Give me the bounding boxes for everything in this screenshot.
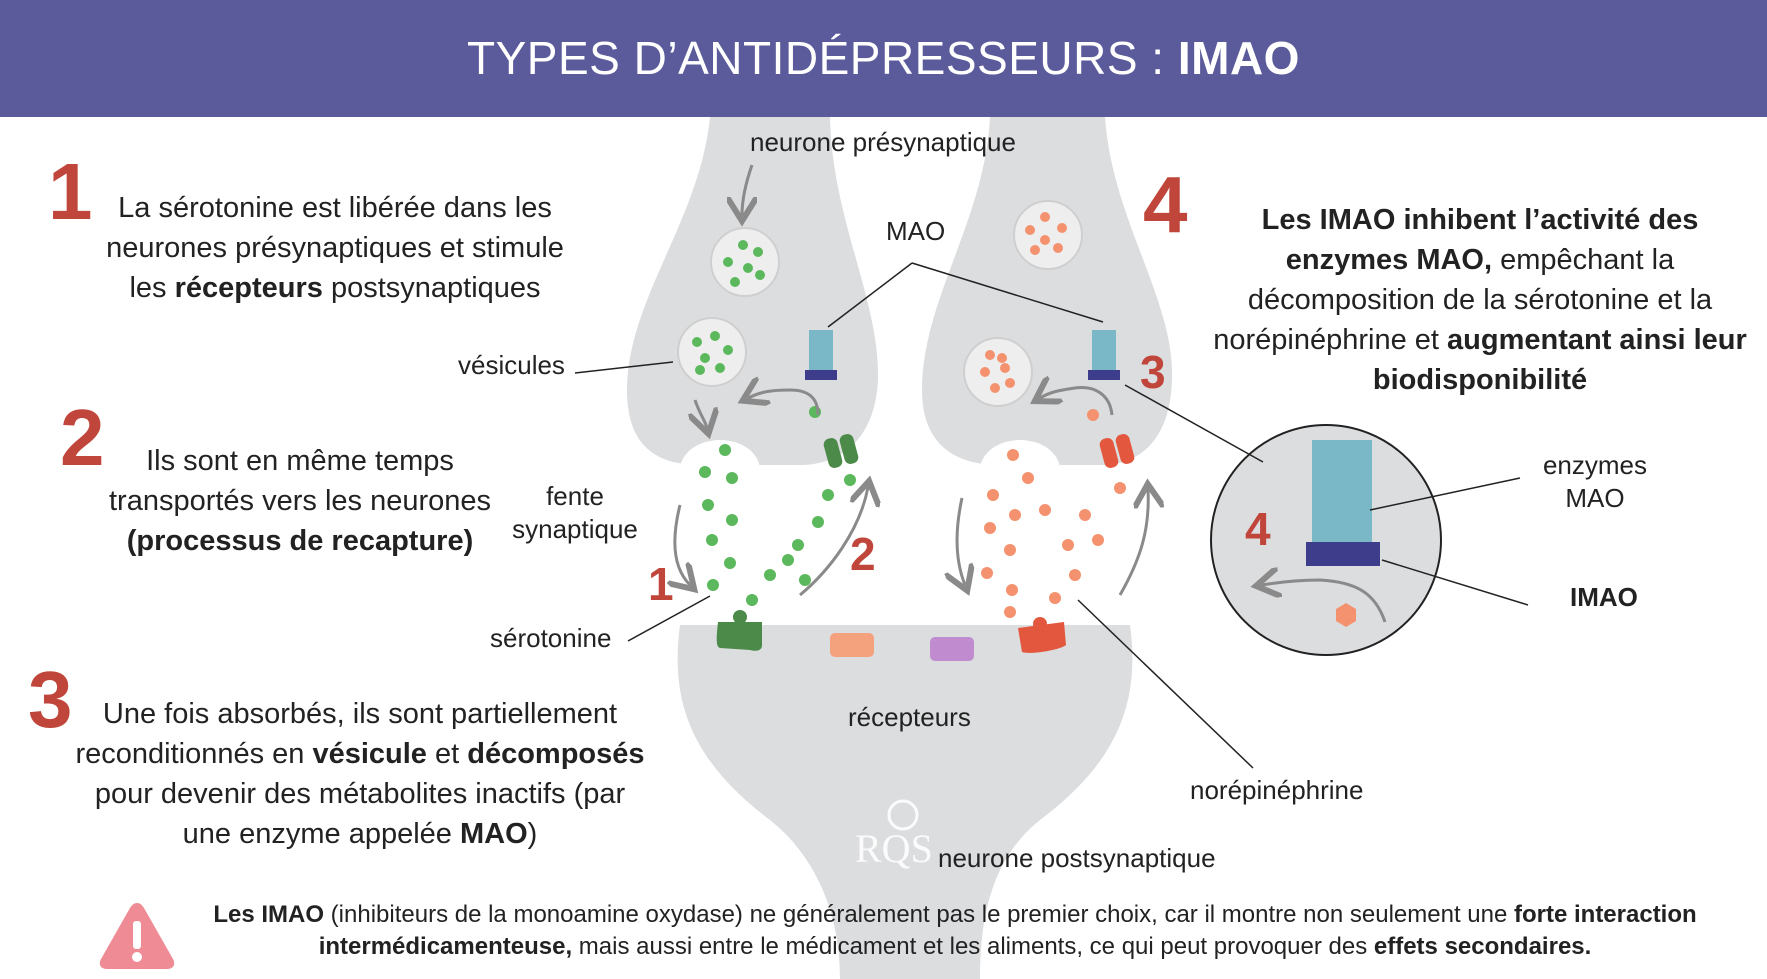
label-cleft-line1: fente	[546, 481, 604, 511]
step-2-text: Ils sont en même temps transportés vers …	[90, 441, 510, 561]
diagram-marker-2: 2	[850, 528, 876, 580]
transporter-green	[823, 434, 859, 468]
step-2-number: 2	[60, 393, 105, 482]
arrow-recapture-right	[1118, 490, 1148, 596]
arrow-down-label	[742, 164, 752, 215]
step-4-part-1: Les IMAO inhibent l’activité des enzymes…	[1261, 204, 1699, 276]
label-imao: IMAO	[1570, 582, 1638, 612]
receptor-purple	[930, 637, 974, 661]
vesicle-green-2	[677, 317, 747, 387]
arrow-mao-right	[1040, 387, 1114, 416]
warning-part-4: mais aussi entre le médicament et les al…	[572, 933, 1374, 960]
step-1-text: La sérotonine est libérée dans les neuro…	[85, 188, 585, 308]
label-enzymes-line2: MAO	[1565, 483, 1625, 513]
warning-part-1: Les IMAO	[213, 901, 325, 928]
svg-text:RQS: RQS	[855, 826, 933, 871]
label-vesicles: vésicules	[458, 350, 565, 380]
label-mao: MAO	[886, 216, 946, 246]
header-bar: TYPES D’ANTIDÉPRESSEURS : IMAO	[0, 0, 1767, 117]
warning-triangle-icon	[99, 903, 175, 969]
label-receptors: récepteurs	[848, 702, 971, 732]
label-presynaptic: neurone présynaptique	[750, 127, 1016, 157]
step-3-part-7: )	[527, 818, 538, 850]
label-enzymes-mao: enzymes MAO	[1525, 449, 1665, 515]
receptor-peach	[830, 633, 874, 657]
vesicle-orange-2	[963, 337, 1033, 407]
warning-part-5: effets secondaires.	[1373, 933, 1592, 960]
step-2-part-1: Ils sont en même temps transportés vers …	[108, 445, 492, 517]
label-serotonin: sérotonine	[490, 623, 612, 653]
step-3-part-1: Une fois absorbés, ils sont partiellemen…	[75, 698, 618, 770]
arrow-recapture-left	[799, 487, 868, 597]
step-3-number: 3	[28, 655, 73, 744]
zoom-circle	[1210, 424, 1442, 656]
vesicle-green-1	[710, 227, 780, 297]
diagram-marker-3: 3	[1140, 346, 1166, 398]
transporter-red	[1099, 434, 1135, 468]
warning-part-2: (inhibiteurs de la monoamine oxydase) ne…	[324, 901, 1514, 928]
receptor-red	[1018, 622, 1066, 653]
warning-text: Les IMAO (inhibiteurs de la monoamine ox…	[195, 899, 1715, 963]
arrow-release-right	[957, 497, 965, 585]
step-1-part-1: La sérotonine est libérée dans les neuro…	[106, 192, 564, 304]
step-4-part-3: augmentant ainsi leur biodisponibilité	[1372, 324, 1747, 396]
step-3-part-2: vésicule	[312, 738, 427, 770]
rqs-logo: RQS	[855, 799, 933, 871]
vesicle-orange-1	[1013, 200, 1083, 270]
step-3-part-6: MAO	[459, 818, 528, 850]
arrow-release-left	[675, 504, 690, 585]
step-2-part-2: (processus de recapture)	[126, 525, 474, 557]
label-cleft: fente synaptique	[510, 480, 640, 546]
step-3-part-4: décomposés	[467, 738, 645, 770]
warning-part-3: forte interaction intermédicamenteuse,	[318, 901, 1697, 960]
title-bold: IMAO	[1177, 32, 1300, 84]
step-3-text: Une fois absorbés, ils sont partiellemen…	[70, 694, 650, 854]
receptor-green	[716, 622, 762, 651]
label-enzymes-line1: enzymes	[1542, 450, 1648, 480]
mao-enzyme-left	[805, 330, 837, 380]
step-3-part-5: pour devenir des métabolites inactifs (p…	[94, 778, 626, 850]
presynaptic-neuron-right	[922, 117, 1173, 465]
step-1-part-2: récepteurs	[174, 272, 323, 304]
step-4-part-2: empêchant la décomposition de la séroton…	[1213, 244, 1713, 356]
label-norepinephrine: norépinéphrine	[1190, 775, 1364, 805]
diagram-marker-4: 4	[1245, 503, 1271, 555]
step-3-part-3: et	[426, 738, 468, 770]
label-postsynaptic: neurone postsynaptique	[938, 843, 1216, 873]
norepinephrine-dots	[981, 409, 1126, 618]
warning-box: Les IMAO (inhibiteurs de la monoamine ox…	[95, 895, 1715, 975]
step-1-number: 1	[48, 147, 93, 236]
title-regular: TYPES D’ANTIDÉPRESSEURS :	[467, 32, 1178, 84]
diagram-marker-1: 1	[648, 558, 674, 610]
page-title: TYPES D’ANTIDÉPRESSEURS : IMAO	[0, 0, 1767, 117]
step-1-part-3: postsynaptiques	[322, 272, 541, 304]
arrow-mao-left	[748, 390, 820, 416]
step-4-number: 4	[1143, 160, 1188, 249]
mao-enzyme-right	[1088, 330, 1120, 380]
arrow-vesicle-down	[695, 399, 707, 428]
step-4-text: Les IMAO inhibent l’activité des enzymes…	[1200, 200, 1760, 400]
label-cleft-line2: synaptique	[512, 514, 638, 544]
synapse-diagram: 1 2 3 4 RQS	[574, 117, 1529, 979]
